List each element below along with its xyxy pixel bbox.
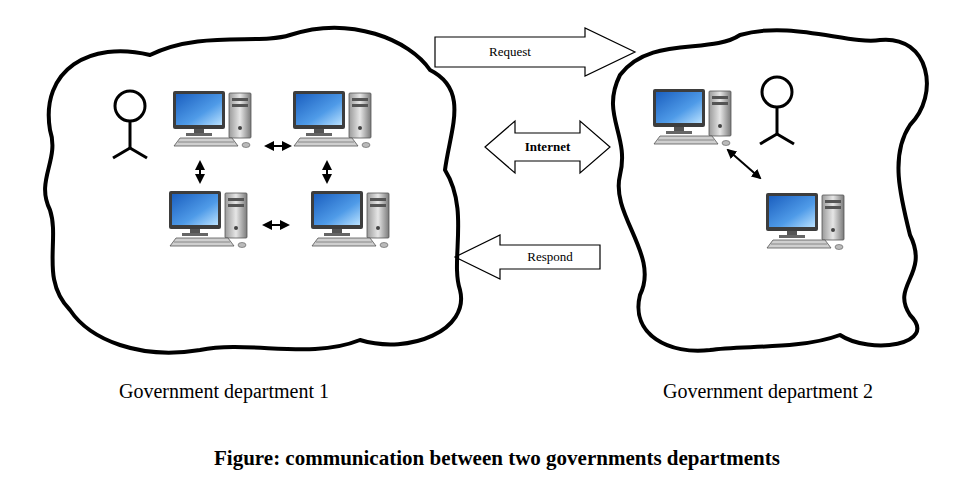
figure-caption: Figure: communication between two govern… — [214, 446, 780, 471]
link-arrow — [266, 145, 290, 147]
small-arrows — [200, 146, 760, 225]
block-arrow — [455, 235, 600, 279]
arrow-label: Respond — [525, 250, 575, 264]
department-name: Government department 2 — [663, 380, 873, 403]
computer-icon — [293, 91, 371, 148]
arrow-label: Request — [487, 45, 533, 59]
computer-icon — [311, 191, 389, 248]
link-arrow — [728, 150, 760, 178]
computer-icon — [173, 91, 251, 148]
link-arrow — [326, 162, 328, 182]
link-arrow — [264, 224, 288, 226]
department-name: Government department 1 — [119, 380, 329, 403]
cloud-border — [45, 28, 461, 353]
block-arrow — [485, 121, 610, 173]
cloud-outline — [590, 15, 950, 410]
department-cloud: Government department 1 — [30, 10, 470, 410]
cloud-border — [613, 30, 927, 351]
block-arrow — [435, 28, 635, 76]
link-arrow — [199, 162, 201, 182]
computer-icon — [766, 193, 844, 250]
person-figure — [760, 77, 794, 144]
cloud-outline — [30, 10, 470, 410]
computers — [169, 89, 844, 250]
computer-icon — [169, 191, 247, 248]
arrow-label: Internet — [523, 140, 573, 154]
department-cloud: Government department 2 — [590, 15, 950, 410]
computer-icon — [653, 89, 731, 146]
person-figure — [113, 91, 147, 158]
